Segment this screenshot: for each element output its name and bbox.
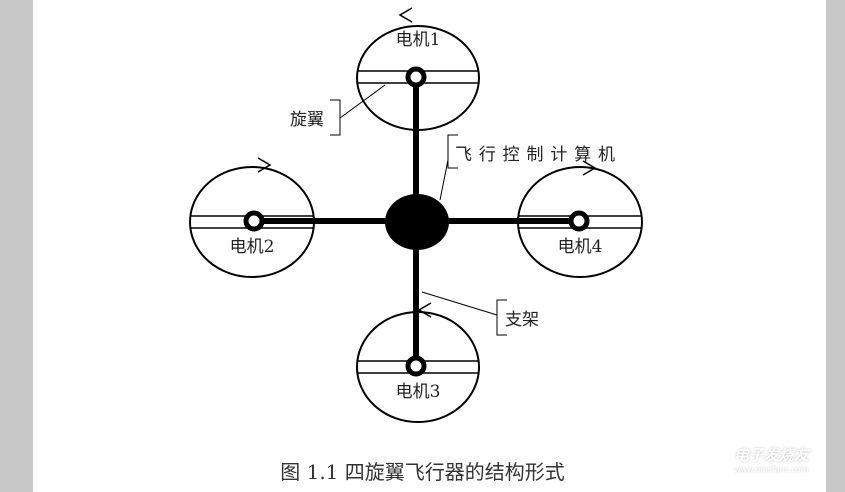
watermark-logo-icon	[702, 440, 732, 477]
watermark-brand: 电子发烧友	[734, 446, 810, 464]
motor-3-label: 电机3	[396, 382, 441, 402]
motor-hubs	[243, 66, 590, 377]
figure-caption: 图 1.1 四旋翼飞行器的结构形式	[280, 460, 565, 484]
watermark-url: www.elecfans.com	[734, 465, 809, 474]
leader-lines	[330, 84, 507, 336]
motor-2-label: 电机2	[230, 237, 275, 257]
frame-label: 支架	[505, 310, 539, 330]
motor-1-label: 电机1	[396, 30, 441, 50]
motor-4-label: 电机4	[558, 237, 603, 257]
flight-computer-label: 飞行控制计算机	[455, 145, 615, 165]
rotor-label: 旋翼	[290, 110, 324, 130]
rotation-arrows	[257, 7, 597, 318]
flight-computer-body	[385, 194, 449, 250]
